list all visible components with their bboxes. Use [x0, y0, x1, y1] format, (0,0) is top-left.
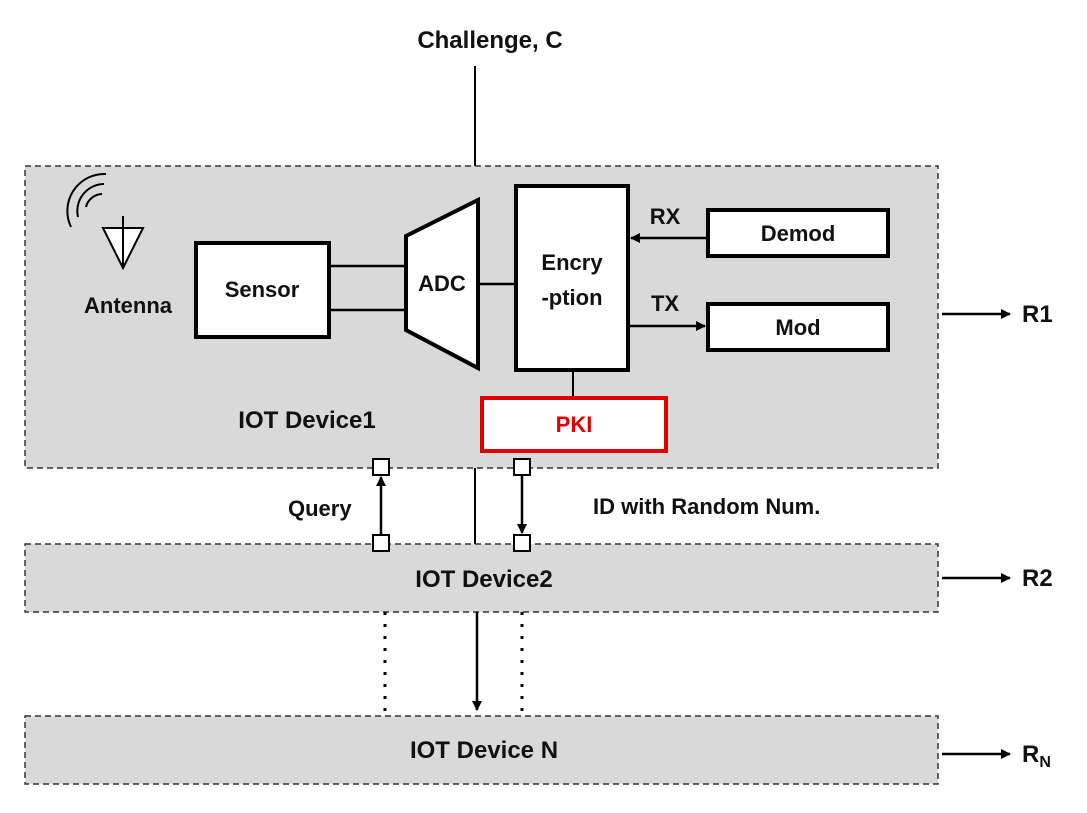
- query-port-bottom: [372, 534, 390, 552]
- tx-label: TX: [651, 291, 679, 316]
- rn-label-main: R: [1022, 741, 1039, 768]
- challenge-label: Challenge, C: [417, 27, 562, 54]
- sensor-block: [194, 241, 331, 339]
- encryption-label-line2: -ption: [541, 285, 602, 310]
- iot-device1-label: IOT Device1: [238, 407, 375, 434]
- sensor-label: Sensor: [225, 277, 300, 302]
- mod-label: Mod: [775, 315, 820, 340]
- id-port-top: [513, 458, 531, 476]
- adc-block: [404, 196, 480, 372]
- id-random-label: ID with Random Num.: [593, 494, 820, 519]
- adc-label: ADC: [418, 271, 466, 296]
- mod-block: [706, 302, 890, 352]
- rx-label: RX: [650, 204, 681, 229]
- query-label: Query: [288, 496, 352, 521]
- iot-device2-box: [24, 543, 939, 613]
- r1-label: R1: [1022, 301, 1053, 328]
- demod-label: Demod: [761, 221, 836, 246]
- iot-deviceN-label: IOT Device N: [410, 737, 558, 764]
- iot-device2-label: IOT Device2: [415, 566, 552, 593]
- pki-block: [480, 396, 668, 453]
- antenna-icon: [66, 172, 145, 271]
- encryption-block: [514, 184, 630, 372]
- encryption-label-line1: Encry: [541, 250, 603, 275]
- antenna-label: Antenna: [84, 293, 173, 318]
- iot-deviceN-box: [24, 715, 939, 785]
- id-port-bottom: [513, 534, 531, 552]
- rn-label: RN: [1022, 741, 1051, 771]
- query-port-top: [372, 458, 390, 476]
- rn-label-sub: N: [1039, 754, 1051, 771]
- pki-label: PKI: [556, 412, 593, 437]
- r2-label: R2: [1022, 565, 1053, 592]
- demod-block: [706, 208, 890, 258]
